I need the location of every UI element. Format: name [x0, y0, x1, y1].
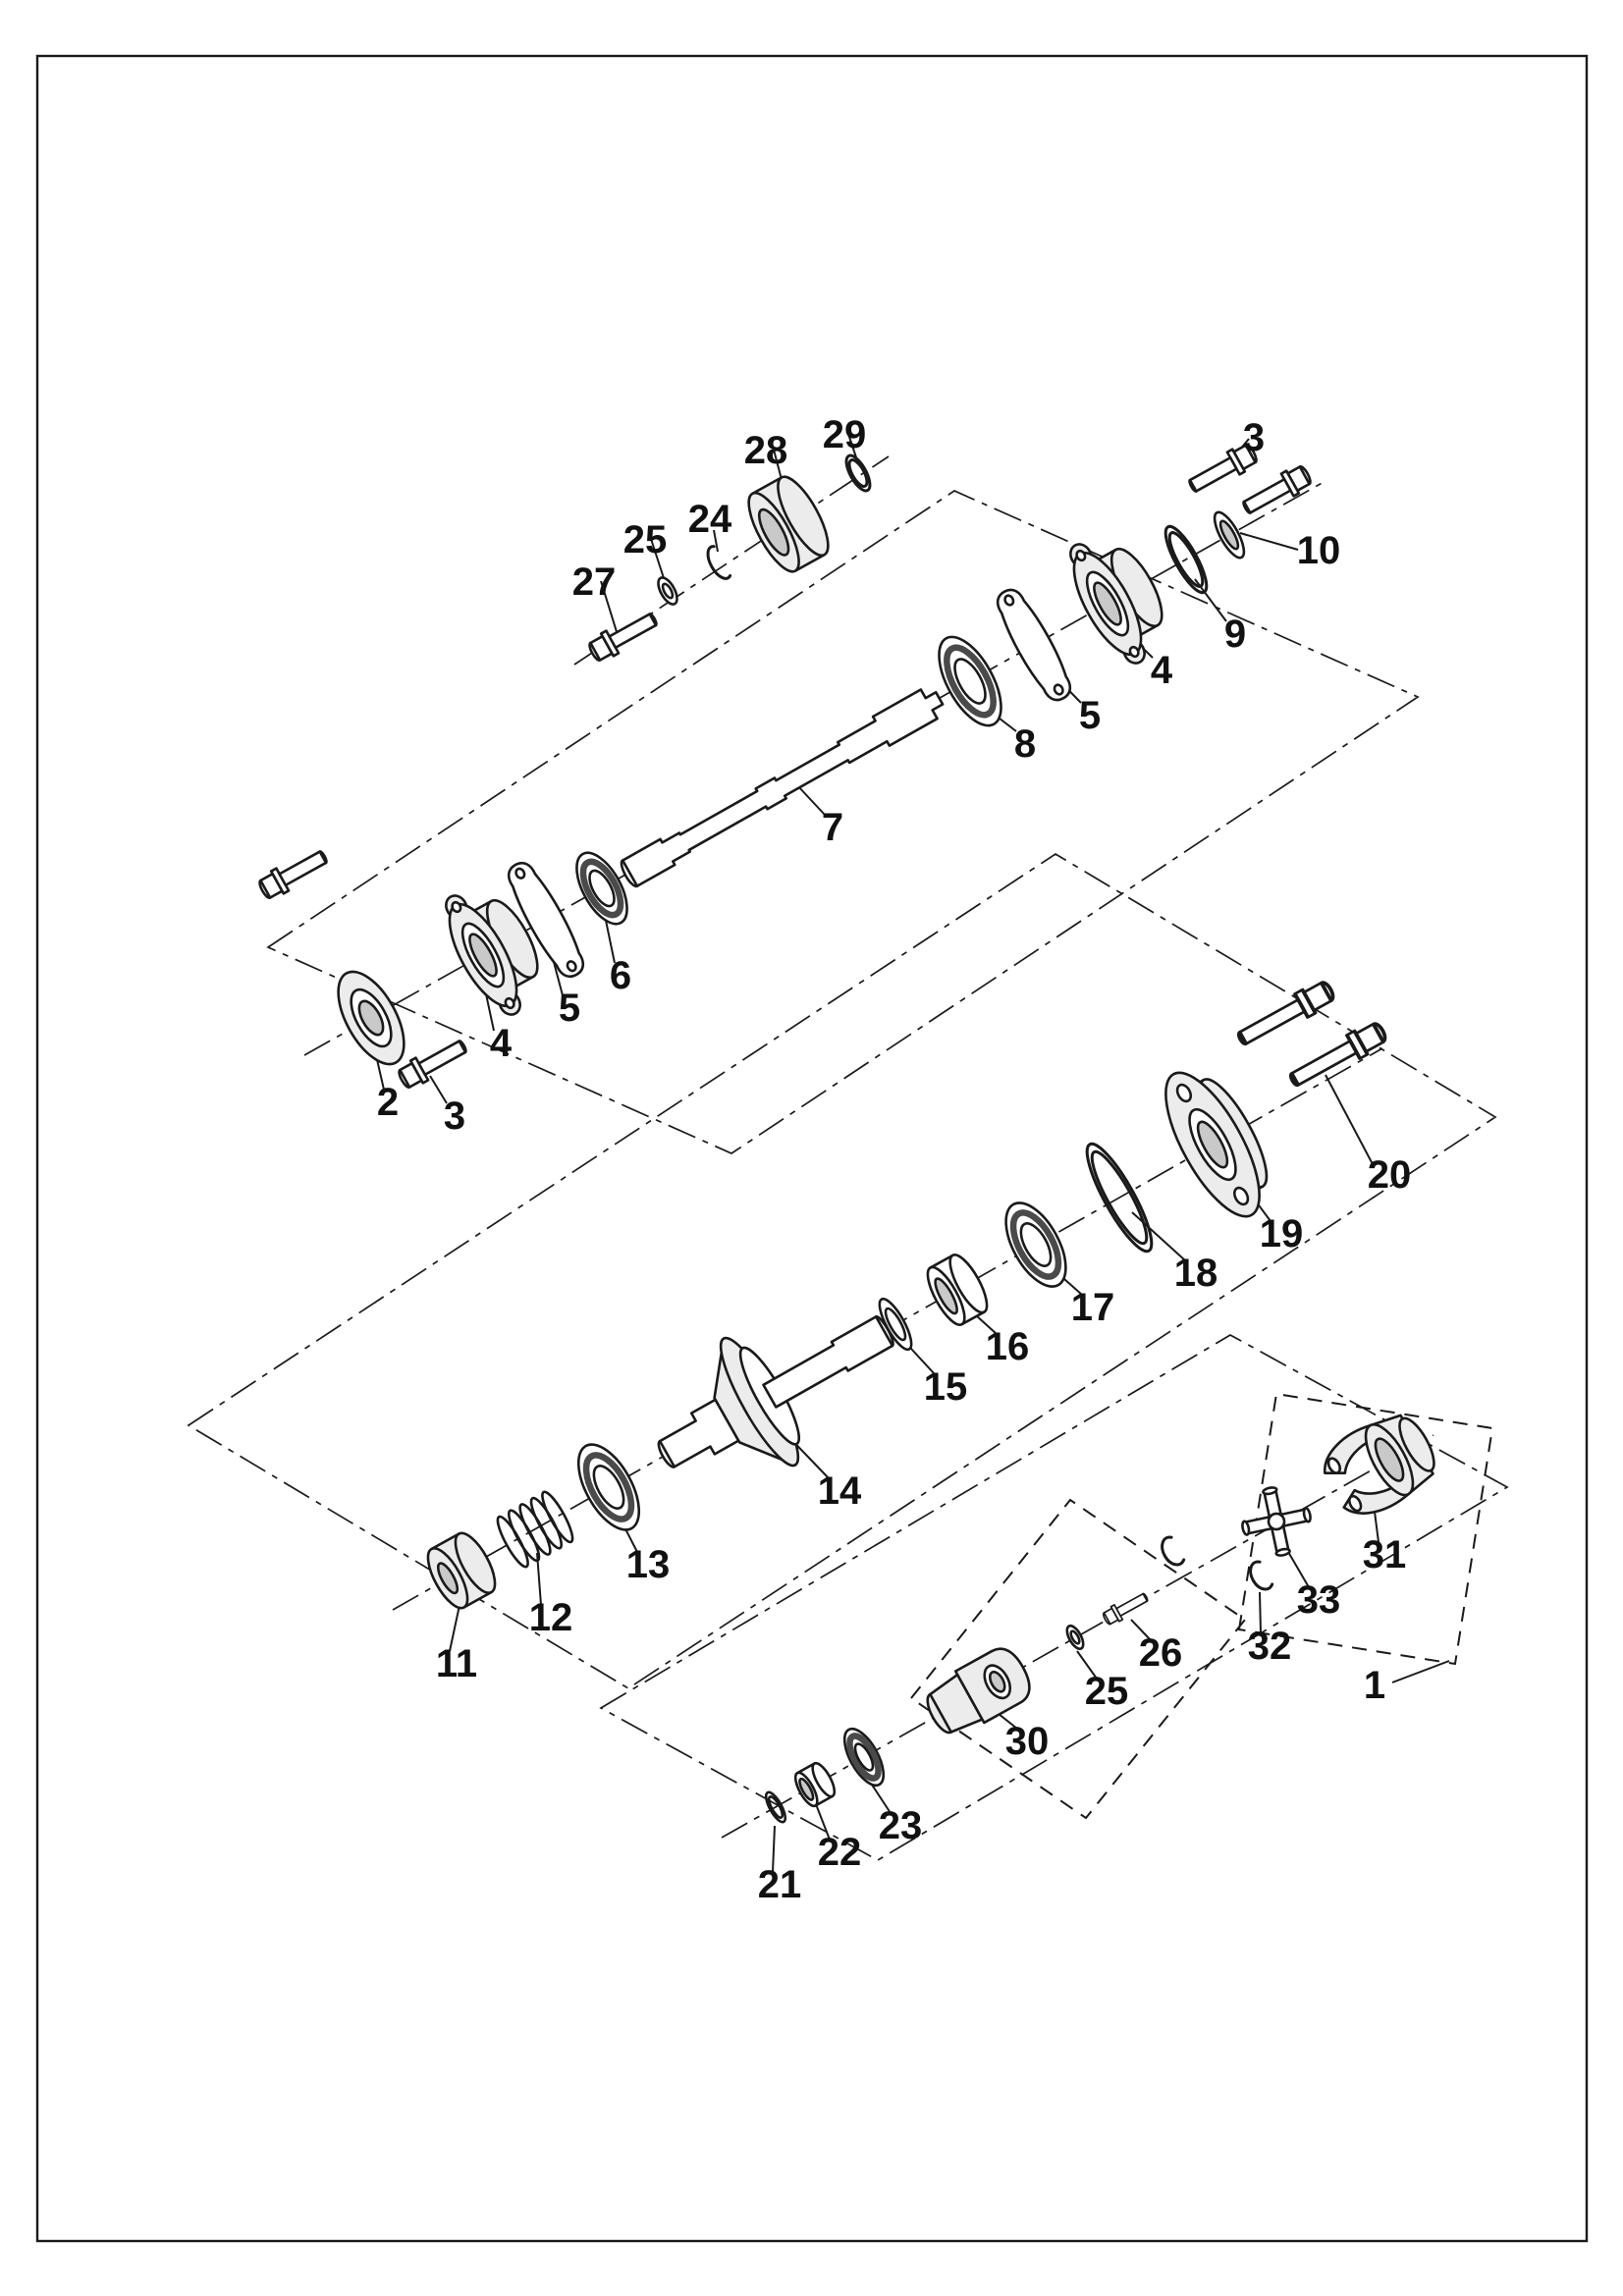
upper-assembly-boundary — [266, 490, 1420, 1154]
part-28-coupling-hub — [747, 475, 830, 573]
callout-23: 23 — [879, 1804, 923, 1847]
part-18-o-ring — [1085, 1142, 1154, 1254]
bolt-26 — [1100, 1588, 1152, 1629]
callout-3-top: 3 — [1243, 416, 1265, 459]
part-25-washer-upper — [657, 576, 678, 606]
part-4-bearing-housing-left — [445, 894, 539, 1016]
part-30-shaft-yoke — [926, 1647, 1031, 1735]
part-23-bushing — [842, 1727, 886, 1788]
part-11-splined-coupling — [426, 1531, 497, 1610]
part-5-gasket-right — [996, 588, 1072, 702]
callout-14: 14 — [818, 1469, 862, 1513]
callout-30: 30 — [1005, 1720, 1050, 1763]
callout-12: 12 — [529, 1596, 573, 1639]
part-22-collar — [793, 1761, 837, 1808]
part-16-collar — [926, 1254, 989, 1326]
part-33-spider-cross — [1241, 1486, 1312, 1557]
callout-24: 24 — [688, 498, 732, 541]
callout-25-lower: 25 — [1085, 1670, 1129, 1713]
part-32-snap-ring-b — [1249, 1560, 1274, 1591]
part-17-bearing — [1004, 1201, 1067, 1288]
callout-4-right: 4 — [1151, 649, 1173, 692]
bolt-20-b — [1283, 1017, 1391, 1095]
part-25-washer-lower — [1065, 1624, 1085, 1651]
part-14-bevel-gear-shaft — [657, 1314, 894, 1468]
u-joint-kit-detail-box — [1237, 1392, 1494, 1666]
callout-26: 26 — [1139, 1631, 1183, 1675]
callout-7: 7 — [822, 806, 843, 849]
callout-10: 10 — [1297, 529, 1341, 572]
lower-assembly-boundary — [599, 1334, 1509, 1861]
part-5-gasket-left — [507, 861, 585, 979]
part-32-snap-ring-a — [1161, 1535, 1186, 1567]
callout-3-left: 3 — [444, 1095, 465, 1138]
callout-15: 15 — [924, 1365, 968, 1409]
callout-labels: 27 25 24 28 29 3 10 9 4 5 8 7 6 5 4 2 3 … — [377, 413, 1411, 1906]
part-15-shim — [878, 1297, 913, 1352]
part-31-flange-yoke — [1324, 1414, 1435, 1515]
part-9-o-ring — [1163, 524, 1209, 595]
bolt-20-a — [1231, 976, 1339, 1053]
callout-19: 19 — [1260, 1212, 1304, 1255]
callout-11: 11 — [436, 1642, 477, 1685]
callout-6: 6 — [610, 954, 631, 997]
callout-16: 16 — [986, 1325, 1030, 1368]
part-10-washer-ring — [1213, 510, 1246, 560]
part-13-bearing — [576, 1443, 641, 1531]
callout-17: 17 — [1071, 1286, 1115, 1329]
page-border — [35, 54, 1589, 2243]
callout-2: 2 — [377, 1081, 399, 1124]
callout-31: 31 — [1363, 1533, 1407, 1576]
callout-5-right: 5 — [1079, 694, 1101, 737]
callout-28: 28 — [744, 429, 788, 472]
part-8-bearing — [938, 635, 1002, 727]
callout-21: 21 — [758, 1863, 802, 1906]
callout-27: 27 — [572, 561, 617, 604]
part-29-o-ring — [844, 454, 872, 493]
callout-20: 20 — [1368, 1153, 1412, 1197]
callout-8: 8 — [1014, 722, 1036, 766]
callout-9: 9 — [1224, 613, 1246, 656]
callout-32: 32 — [1248, 1625, 1292, 1668]
callout-5-left: 5 — [559, 987, 580, 1030]
joint-yoke-detail-box — [909, 1498, 1247, 1820]
part-12-spring — [496, 1490, 574, 1569]
bolt-3-left-b — [394, 1033, 472, 1094]
bolt-3-left-a — [254, 843, 333, 904]
middle-assembly-boundary — [187, 852, 1497, 1690]
part-19-bearing-retainer — [1164, 1071, 1269, 1218]
part-7-drive-shaft — [620, 688, 945, 888]
callout-25-upper: 25 — [623, 518, 668, 561]
part-6-bearing — [575, 851, 628, 926]
callout-1: 1 — [1364, 1664, 1385, 1707]
part-2-oil-seal — [337, 970, 406, 1066]
callout-29: 29 — [823, 413, 867, 456]
part-24-snap-ring — [706, 545, 732, 580]
bolt-27 — [584, 606, 663, 667]
callout-22: 22 — [818, 1831, 862, 1874]
callout-18: 18 — [1174, 1252, 1218, 1295]
callout-4-left: 4 — [490, 1022, 513, 1065]
callout-33: 33 — [1297, 1578, 1341, 1622]
callout-13: 13 — [626, 1543, 671, 1586]
part-4-bearing-housing-right — [1069, 543, 1163, 665]
bolt-3-right-b — [1237, 460, 1316, 521]
part-21-o-ring — [764, 1790, 787, 1824]
